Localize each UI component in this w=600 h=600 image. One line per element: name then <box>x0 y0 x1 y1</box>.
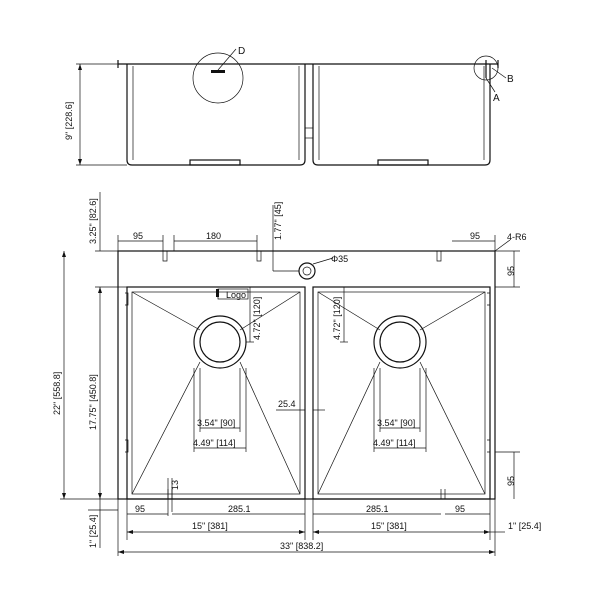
right-95-dim: 95 <box>470 231 480 241</box>
right-drain <box>373 315 427 369</box>
left-drain <box>193 315 247 369</box>
drain-outer-left-dim: 4.49" [114] <box>193 438 236 448</box>
top-flange-dim: 3.25" [82.6] <box>88 198 98 244</box>
corner-radius-dim: 4-R6 <box>507 232 527 242</box>
faucet-offset-dim: 1.77" [45] <box>273 202 283 240</box>
right-95-top-dim: 95 <box>506 266 516 276</box>
plan-view: Logo 3.25" [82.6] 22" [558.8] 17.75" [45… <box>52 192 541 556</box>
divider-dim: 25.4 <box>278 399 296 409</box>
overall-width-dim: 33" [838.2] <box>280 541 323 551</box>
small-13-dim: 13 <box>170 480 180 490</box>
clip-180-dim: 180 <box>206 231 221 241</box>
faucet-hole-dim: Φ35 <box>331 254 348 264</box>
sink-outline <box>117 250 496 500</box>
right-bowl <box>312 286 491 500</box>
drain-offset-left-dim: 4.72" [120] <box>252 297 262 340</box>
right-95-bottom-dim: 95 <box>506 476 516 486</box>
logo-label: Logo <box>226 290 246 300</box>
bowl-left-in-dim: 15" [381] <box>192 521 228 531</box>
callout-circle-d <box>192 52 244 104</box>
bowl-depth-dim: 17.75" [450.8] <box>88 374 98 430</box>
overall-depth-dim: 22" [558.8] <box>52 372 62 415</box>
faucet-hole <box>298 262 316 280</box>
callout-a-label: A <box>493 93 500 104</box>
callout-circle-ab <box>473 55 499 81</box>
drain-outer-right-dim: 4.49" [114] <box>373 438 416 448</box>
callout-b-label: B <box>507 74 514 85</box>
elevation-height-dim: 9" [228.6] <box>64 102 74 140</box>
bowl-right-mm-dim: 285.1 <box>366 504 389 514</box>
right-flange-dim: 1" [25.4] <box>508 521 541 531</box>
bottom-right-95-dim: 95 <box>455 504 465 514</box>
callout-d-label: D <box>238 46 245 57</box>
drain-offset-right-dim: 4.72" [120] <box>332 297 342 340</box>
elevation-view: D B A 9" [228.6] <box>64 46 514 166</box>
bowl-right-in-dim: 15" [381] <box>371 521 407 531</box>
left-95-dim: 95 <box>133 231 143 241</box>
bowl-left-mm-dim: 285.1 <box>228 504 251 514</box>
drain-inner-right-dim: 3.54" [90] <box>377 418 415 428</box>
drain-inner-left-dim: 3.54" [90] <box>197 418 235 428</box>
bottom-flange-dim: 1" [25.4] <box>88 515 98 548</box>
bottom-left-95-dim: 95 <box>135 504 145 514</box>
left-bowl <box>126 286 306 500</box>
